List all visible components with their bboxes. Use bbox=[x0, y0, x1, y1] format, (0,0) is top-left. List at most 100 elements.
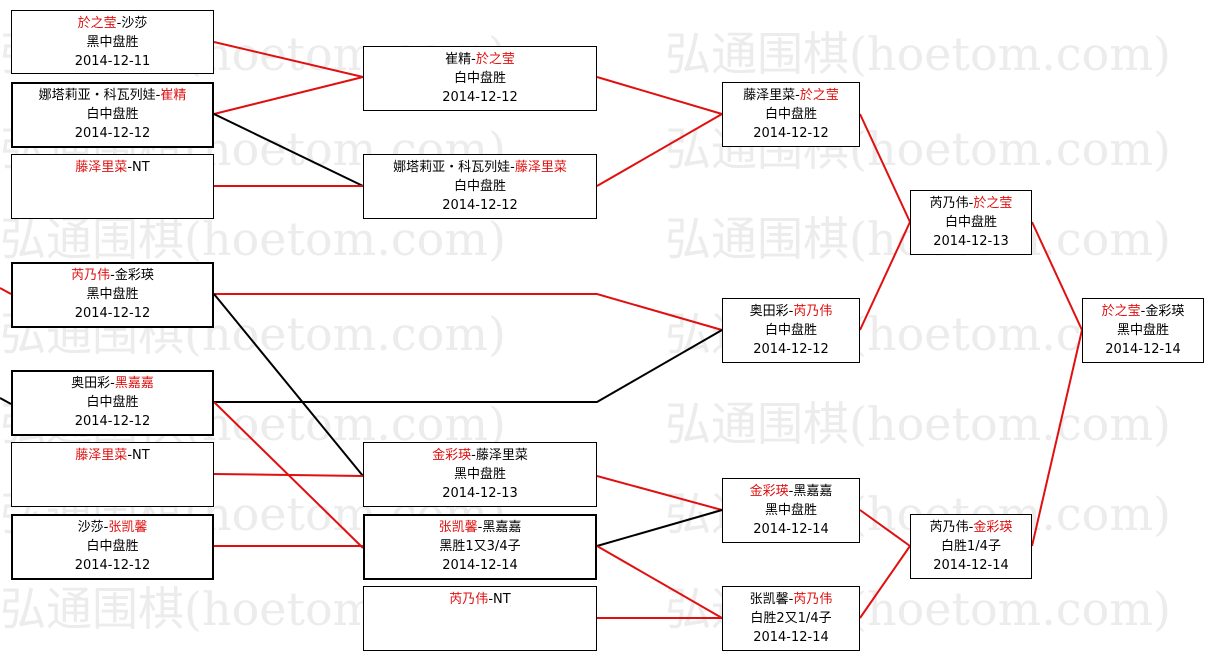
connector-line bbox=[214, 329, 723, 403]
separator: - bbox=[471, 52, 476, 67]
player-name: 藤泽里菜 bbox=[743, 88, 796, 103]
winner-name: 藤泽里菜 bbox=[514, 160, 567, 175]
separator: - bbox=[103, 520, 109, 535]
player-name: 娜塔莉亚・科瓦列娃 bbox=[393, 160, 511, 175]
separator: - bbox=[110, 376, 115, 391]
match-date: 2014-12-14 bbox=[753, 630, 829, 645]
match-result: 白中盘胜 bbox=[764, 107, 817, 122]
connector-line bbox=[596, 76, 723, 115]
separator: - bbox=[127, 448, 133, 463]
match-result: 白中盘胜 bbox=[86, 539, 139, 554]
match-result: 白中盘胜 bbox=[453, 71, 506, 86]
player-name: 芮乃伟 bbox=[929, 520, 969, 535]
separator: - bbox=[510, 160, 515, 175]
player-name: 芮乃伟 bbox=[929, 196, 969, 211]
match-box-r4b: 芮乃伟-金彩瑛 白胜1/4子 2014-12-14 bbox=[910, 514, 1032, 579]
player-name: NT bbox=[493, 592, 511, 607]
connector-line bbox=[213, 293, 364, 477]
match-result: 黑胜1又3/4子 bbox=[439, 539, 521, 554]
match-date: 2014-12-12 bbox=[74, 558, 151, 573]
winner-name: 崔精 bbox=[160, 88, 187, 103]
winner-name: 芮乃伟 bbox=[793, 592, 833, 607]
winner-name: 芮乃伟 bbox=[71, 268, 111, 283]
separator: - bbox=[127, 160, 133, 175]
connector-line bbox=[213, 401, 364, 549]
match-date: 2014-12-12 bbox=[74, 414, 151, 429]
match-date: 2014-12-12 bbox=[74, 306, 151, 321]
separator: - bbox=[116, 16, 122, 31]
match-result: 白中盘胜 bbox=[453, 179, 506, 194]
winner-name: 於之莹 bbox=[799, 88, 839, 103]
connector-line bbox=[0, 287, 12, 295]
player-name: 崔精 bbox=[445, 52, 472, 67]
match-date: 2014-12-13 bbox=[933, 234, 1009, 249]
separator: - bbox=[968, 520, 974, 535]
match-result: 白胜1/4子 bbox=[941, 539, 1001, 554]
winner-name: 於之莹 bbox=[77, 16, 117, 31]
winner-name: 黑嘉嘉 bbox=[114, 376, 154, 391]
match-date: 2014-12-14 bbox=[753, 522, 829, 537]
match-box-r1c: 藤泽里菜-NT bbox=[11, 154, 214, 219]
match-date: 2014-12-12 bbox=[753, 126, 829, 141]
match-date: 2014-12-13 bbox=[442, 486, 518, 501]
winner-name: 芮乃伟 bbox=[449, 592, 489, 607]
match-date: 2014-12-11 bbox=[74, 54, 151, 69]
player-name: 奥田彩 bbox=[71, 376, 111, 391]
match-result: 白胜2又1/4子 bbox=[750, 611, 832, 626]
match-date: 2014-12-14 bbox=[933, 558, 1009, 573]
player-name: 黑嘉嘉 bbox=[482, 520, 522, 535]
separator: - bbox=[788, 592, 794, 607]
player-name: 奥田彩 bbox=[749, 304, 789, 319]
separator: - bbox=[155, 88, 161, 103]
separator: - bbox=[1140, 304, 1146, 319]
player-name: 藤泽里菜 bbox=[475, 448, 528, 463]
match-result: 黑中盘胜 bbox=[86, 287, 139, 302]
winner-name: 张凯馨 bbox=[108, 520, 148, 535]
connector-line bbox=[1031, 329, 1083, 547]
winner-name: 金彩瑛 bbox=[973, 520, 1013, 535]
match-result: 白中盘胜 bbox=[944, 215, 997, 230]
separator: - bbox=[110, 268, 115, 283]
match-box-r3c: 金彩瑛-黑嘉嘉 黑中盘胜 2014-12-14 bbox=[722, 478, 860, 543]
match-box-r3d: 张凯馨-芮乃伟 白胜2又1/4子 2014-12-14 bbox=[722, 586, 860, 651]
match-date: 2014-12-14 bbox=[1105, 342, 1181, 357]
winner-name: 於之莹 bbox=[973, 196, 1013, 211]
player-name: 娜塔莉亚・科瓦列娃 bbox=[38, 88, 156, 103]
separator: - bbox=[488, 592, 494, 607]
separator: - bbox=[471, 448, 476, 463]
match-box-r1e: 奥田彩-黑嘉嘉 白中盘胜 2014-12-12 bbox=[11, 370, 214, 436]
connector-line bbox=[859, 113, 911, 223]
connector-line bbox=[596, 509, 723, 547]
match-date: 2014-12-12 bbox=[753, 342, 829, 357]
connector-line bbox=[596, 475, 723, 511]
match-result: 白中盘胜 bbox=[86, 107, 139, 122]
match-box-r3b: 奥田彩-芮乃伟 白中盘胜 2014-12-12 bbox=[722, 298, 860, 363]
winner-name: 芮乃伟 bbox=[793, 304, 833, 319]
match-result: 白中盘胜 bbox=[764, 323, 817, 338]
match-box-r2a: 崔精-於之莹 白中盘胜 2014-12-12 bbox=[363, 46, 597, 111]
connector-line bbox=[596, 545, 723, 619]
match-date: 2014-12-12 bbox=[74, 126, 151, 141]
match-result: 白中盘胜 bbox=[86, 395, 139, 410]
match-box-r2b: 娜塔莉亚・科瓦列娃-藤泽里菜 白中盘胜 2014-12-12 bbox=[363, 154, 597, 219]
connector-line bbox=[859, 221, 911, 331]
separator: - bbox=[795, 88, 800, 103]
separator: - bbox=[968, 196, 974, 211]
connector-line bbox=[213, 76, 364, 115]
match-date: 2014-12-14 bbox=[442, 558, 518, 573]
winner-name: 於之莹 bbox=[1101, 304, 1141, 319]
connector-line bbox=[213, 41, 364, 78]
match-box-r1d: 芮乃伟-金彩瑛 黑中盘胜 2014-12-12 bbox=[11, 262, 214, 328]
match-box-final: 於之莹-金彩瑛 黑中盘胜 2014-12-14 bbox=[1082, 298, 1204, 363]
match-result: 黑中盘胜 bbox=[453, 467, 506, 482]
connector-line bbox=[0, 397, 12, 405]
match-date: 2014-12-12 bbox=[442, 90, 518, 105]
connector-line bbox=[859, 545, 911, 619]
player-name: NT bbox=[132, 448, 150, 463]
match-box-r2e: 芮乃伟-NT bbox=[363, 586, 597, 651]
match-box-r4a: 芮乃伟-於之莹 白中盘胜 2014-12-13 bbox=[910, 190, 1032, 255]
winner-name: 金彩瑛 bbox=[749, 484, 789, 499]
winner-name: 金彩瑛 bbox=[432, 448, 472, 463]
separator: - bbox=[477, 520, 483, 535]
